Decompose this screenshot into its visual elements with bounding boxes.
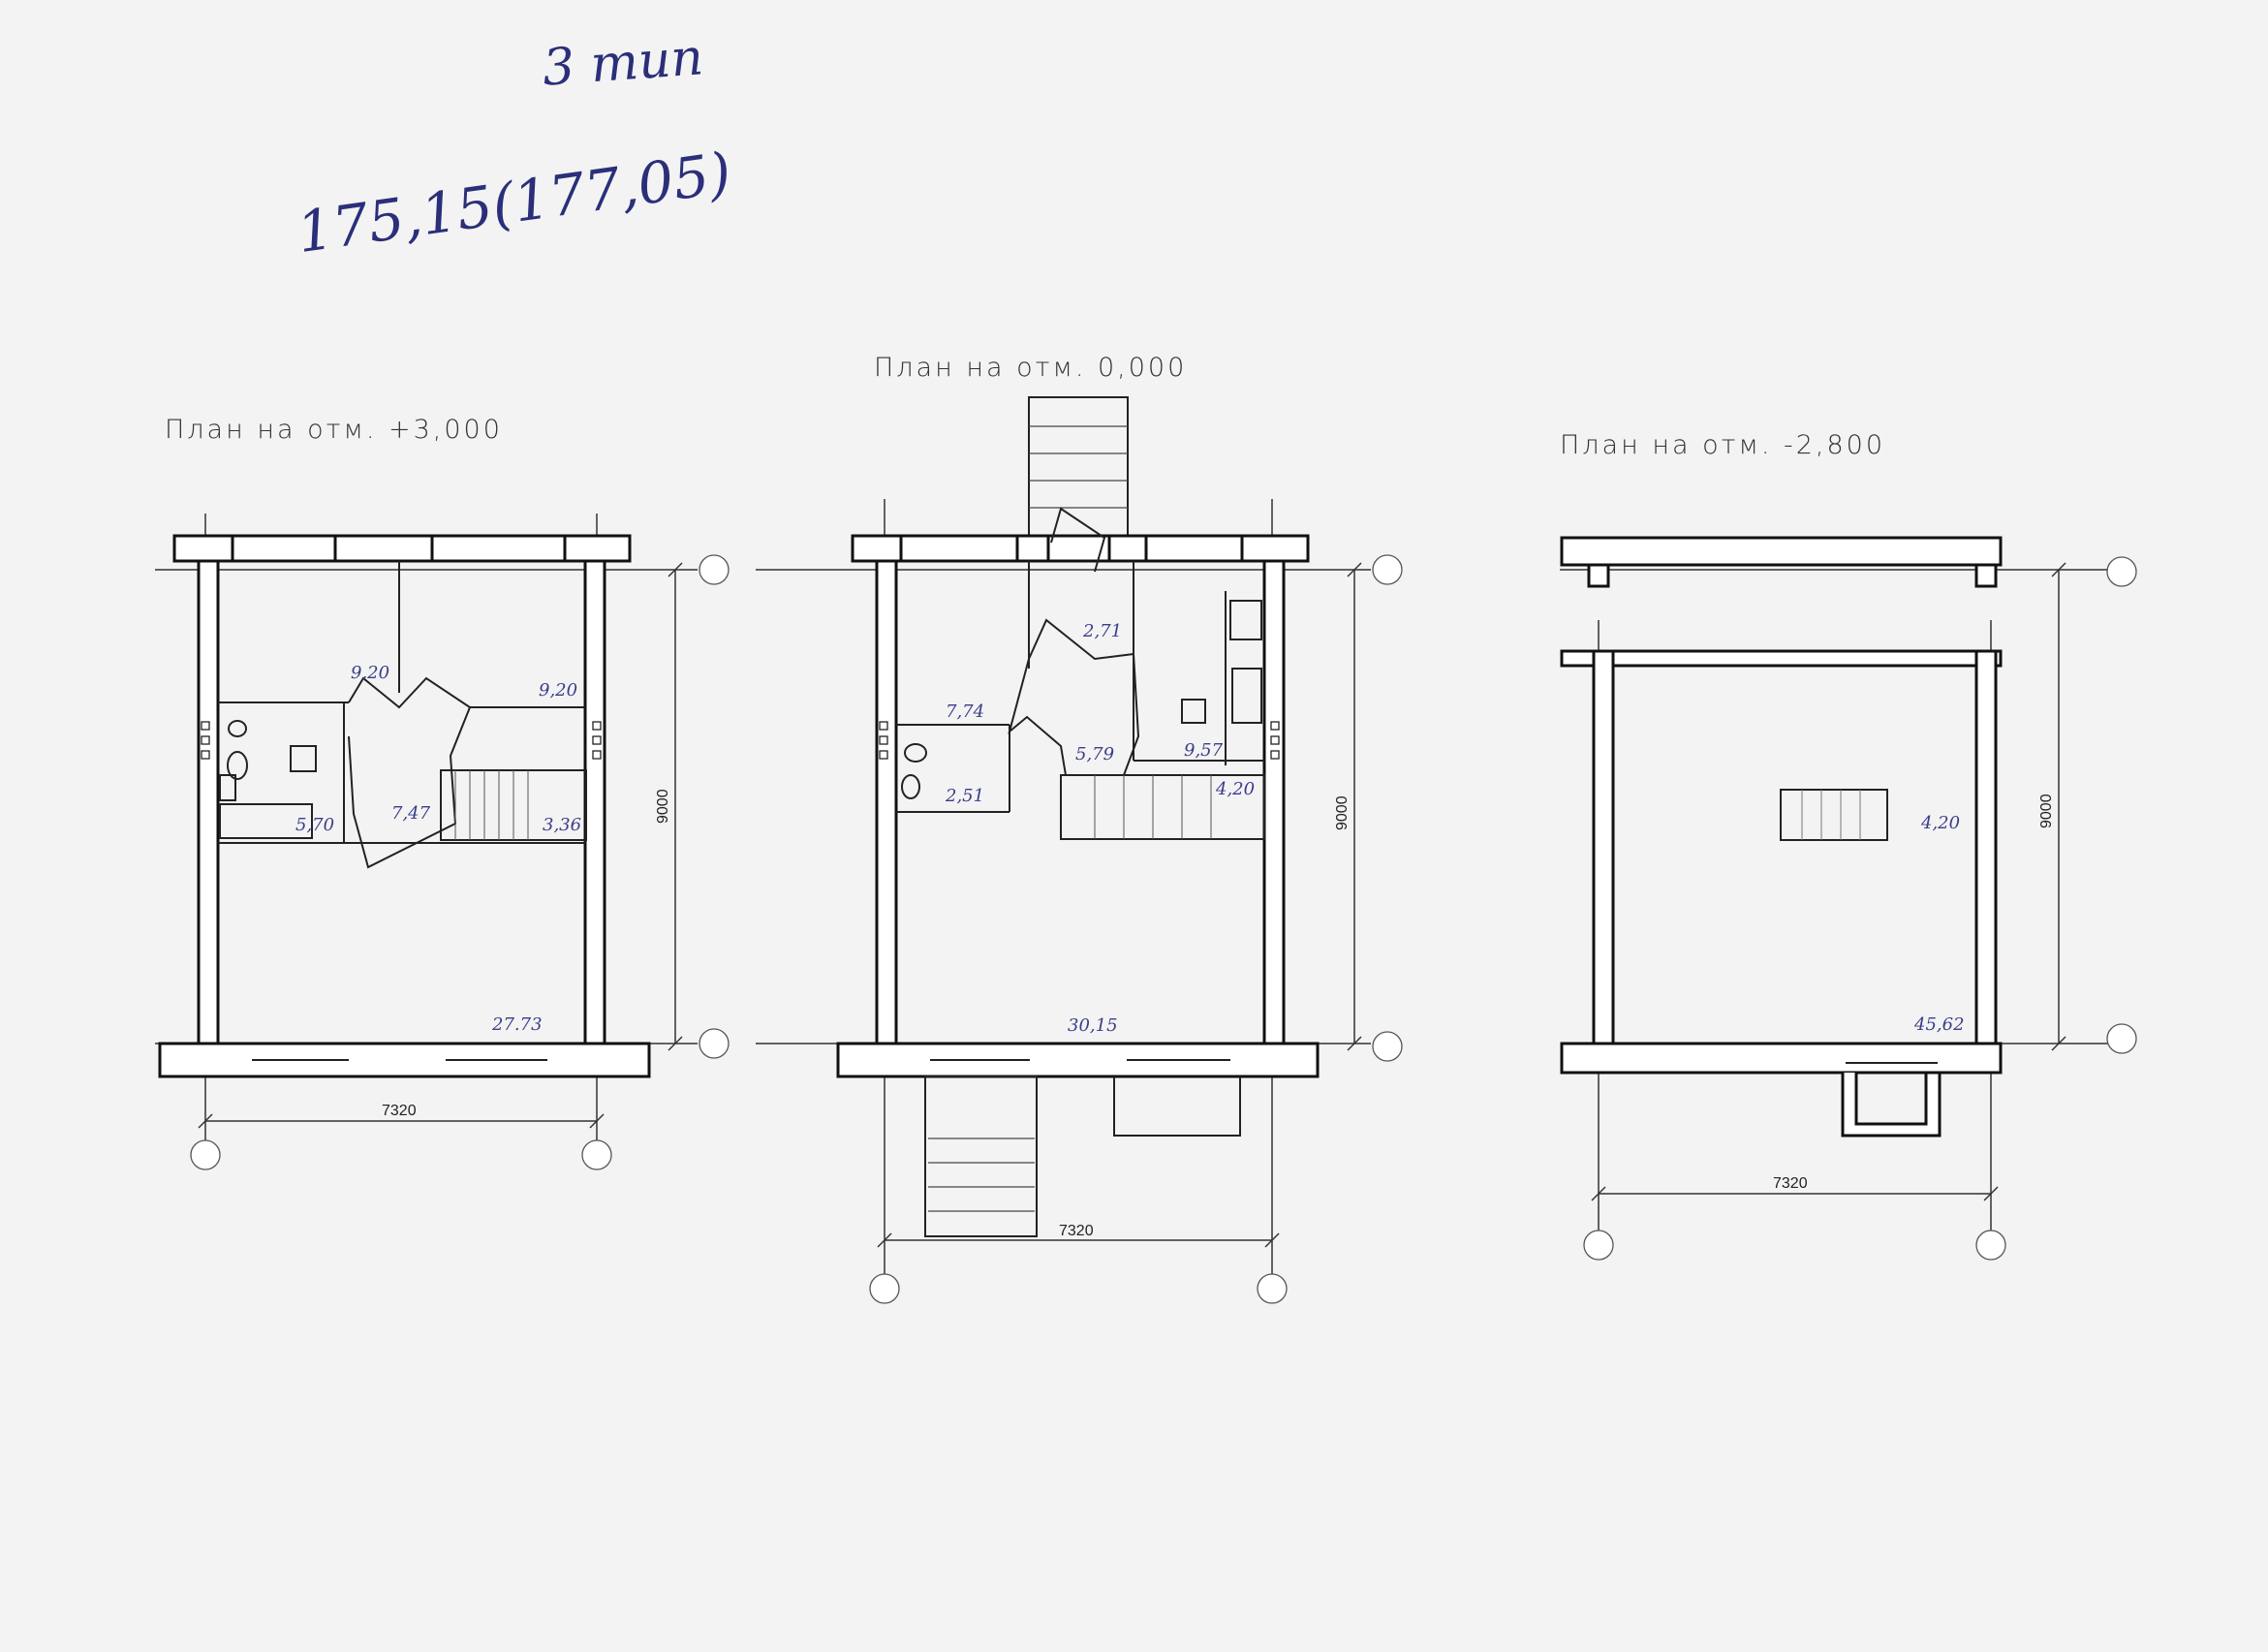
plan-upper: 9,20 9,20 5,70 7,47 3,36 27.73 7320 9000 bbox=[155, 514, 730, 1170]
sink bbox=[901, 774, 920, 799]
grid-axis-marker bbox=[2106, 1023, 2137, 1054]
room-area: 5,70 bbox=[295, 815, 334, 835]
table bbox=[1181, 699, 1206, 724]
pier bbox=[1587, 563, 1610, 588]
hall-outline bbox=[348, 676, 472, 869]
room-area: 3,36 bbox=[543, 815, 581, 835]
wall-bottom bbox=[1560, 1042, 2003, 1075]
dimension-width: 7320 bbox=[1773, 1175, 1808, 1192]
toilet bbox=[227, 751, 248, 780]
dimension-height: 9000 bbox=[655, 789, 671, 824]
plan-basement: 4,20 45,62 7320 9000 bbox=[1560, 536, 2137, 1261]
pier bbox=[172, 534, 234, 563]
dimension-height: 9000 bbox=[1334, 795, 1351, 830]
floor-drain bbox=[290, 745, 317, 772]
room-area: 9,57 bbox=[1184, 740, 1224, 761]
bathtub bbox=[219, 803, 313, 839]
pier bbox=[1107, 534, 1148, 563]
room-area: 2,71 bbox=[1082, 621, 1122, 641]
washer bbox=[219, 774, 236, 801]
room-area: 5,79 bbox=[1075, 744, 1114, 764]
wall-bottom bbox=[836, 1042, 1320, 1078]
wall-top bbox=[851, 534, 1310, 563]
grid-axis-marker bbox=[1975, 1230, 2006, 1261]
room-area: 4,20 bbox=[1215, 779, 1255, 799]
pier bbox=[563, 534, 632, 563]
pier bbox=[1240, 534, 1310, 563]
dimension-width: 7320 bbox=[1059, 1223, 1094, 1239]
wall-left bbox=[875, 559, 898, 1045]
stove bbox=[1229, 600, 1262, 640]
room-area: 45,62 bbox=[1913, 1014, 1965, 1035]
sink bbox=[228, 720, 247, 737]
plan-title-basement: План на отм. -2,800 bbox=[1560, 430, 1886, 460]
grid-axis-marker bbox=[190, 1139, 221, 1170]
terrace bbox=[1113, 1076, 1241, 1137]
room-area: 7,74 bbox=[946, 701, 984, 722]
porch-steps bbox=[924, 1075, 1038, 1237]
dimension-height: 9000 bbox=[2038, 794, 2055, 828]
grid-axis-marker bbox=[1257, 1273, 1288, 1304]
grid-axis-marker bbox=[2106, 556, 2137, 587]
room-area: 9,20 bbox=[351, 663, 389, 683]
room-area: 2,51 bbox=[945, 786, 984, 806]
light-well bbox=[1841, 1071, 1942, 1138]
room-area: 27.73 bbox=[491, 1014, 543, 1035]
kitchen-sink bbox=[1231, 668, 1262, 724]
room-area: 4,20 bbox=[1920, 813, 1960, 833]
wall-bottom bbox=[158, 1042, 651, 1078]
plan-ground: 2,71 7,74 5,79 9,57 2,51 4,20 30,15 7320… bbox=[756, 396, 1403, 1304]
plan-title-upper: План на отм. +3,000 bbox=[165, 415, 503, 445]
grid-axis-marker bbox=[699, 554, 730, 585]
grid-axis-marker bbox=[1372, 554, 1403, 585]
wall-right bbox=[1262, 559, 1286, 1045]
staircase bbox=[1780, 789, 1888, 841]
dimension-width: 7320 bbox=[382, 1103, 417, 1119]
toilet bbox=[904, 743, 927, 763]
wall-left bbox=[197, 559, 220, 1045]
entry-door bbox=[1050, 507, 1106, 573]
pier bbox=[1974, 563, 1998, 588]
wall-top bbox=[1560, 649, 2003, 668]
grid-axis-marker bbox=[699, 1028, 730, 1059]
wall-left bbox=[1592, 649, 1615, 1050]
room-area: 7,47 bbox=[391, 803, 431, 824]
wall-top bbox=[1560, 536, 2003, 567]
room-area: 9,20 bbox=[539, 680, 577, 701]
pier bbox=[333, 534, 434, 563]
wall-right bbox=[583, 559, 606, 1045]
grid-axis-marker bbox=[869, 1273, 900, 1304]
pier bbox=[1015, 534, 1050, 563]
room-area: 30,15 bbox=[1068, 1015, 1118, 1036]
grid-axis-marker bbox=[1372, 1031, 1403, 1062]
grid-axis-marker bbox=[1583, 1230, 1614, 1261]
plan-title-ground: План на отм. 0,000 bbox=[874, 353, 1188, 383]
grid-axis-marker bbox=[581, 1139, 612, 1170]
staircase bbox=[1060, 774, 1265, 840]
pier bbox=[851, 534, 903, 563]
wall-right bbox=[1974, 649, 1998, 1050]
